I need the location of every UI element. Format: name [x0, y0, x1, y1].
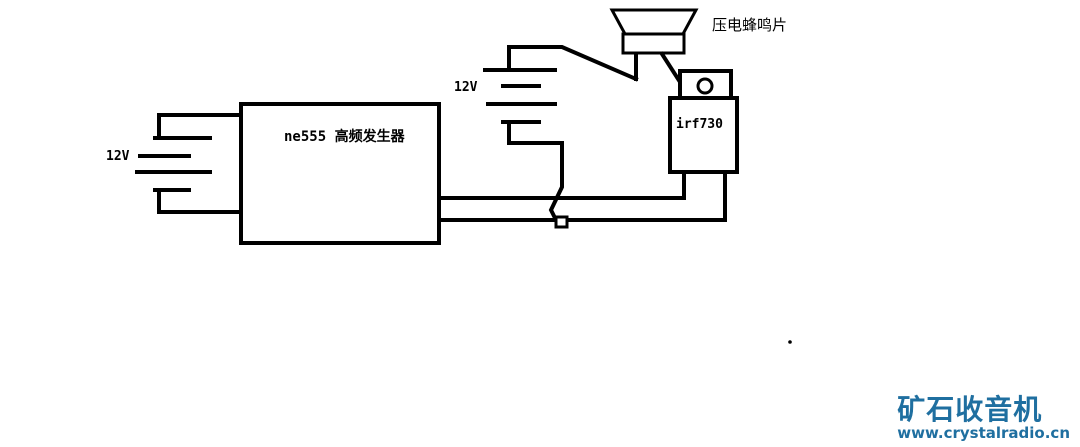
wire-buzzer-right-lead: [659, 51, 683, 85]
mosfet-body: [668, 96, 739, 174]
ground-junction-dot: [554, 215, 569, 229]
watermark-title: 矿石收音机: [897, 393, 1043, 426]
ne555-generator-box: [239, 102, 441, 245]
wire-left-battery-negative: [157, 188, 243, 214]
wire-top-battery-to-ground: [507, 120, 564, 225]
generator-label: ne555 高频发生器: [284, 129, 405, 145]
wire-source-ground: [437, 170, 727, 222]
battery-top: [483, 68, 557, 124]
wire-top-battery-to-buzzer: [507, 45, 639, 82]
mosfet-label: irf730: [676, 117, 723, 132]
stray-dot: [788, 340, 792, 344]
watermark: 矿石收音机 www.crystalradio.cn: [897, 396, 1070, 441]
battery-top-voltage-label: 12V: [454, 80, 478, 95]
to220-mount-hole-icon: [696, 77, 714, 95]
watermark-url: www.crystalradio.cn: [897, 424, 1070, 442]
wire-left-battery-positive: [157, 113, 243, 140]
buzzer-label: 压电蜂鸣片: [712, 16, 788, 34]
battery-left-voltage-label: 12V: [106, 149, 130, 164]
mosfet-irf730: [668, 69, 739, 174]
battery-left: [135, 136, 212, 192]
wire-gate-signal: [437, 170, 686, 200]
piezo-horn-icon: [609, 8, 699, 55]
